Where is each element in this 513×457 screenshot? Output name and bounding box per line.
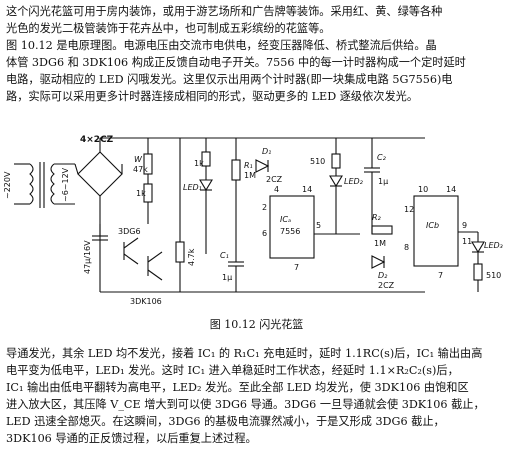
filter-capacitor-label: 47μ/16V bbox=[83, 240, 92, 274]
ic-a-part: 7556 bbox=[280, 227, 300, 236]
ic-a-label: ICₐ bbox=[280, 215, 291, 224]
r2-value: 1M bbox=[374, 239, 386, 248]
figure-caption: 图 10.12 闪光花篮 bbox=[209, 318, 304, 331]
circuit-diagram: ~220V ~6~12V 4×2CZ 47μ/16V W 47k 1k 3DG6 bbox=[3, 135, 503, 306]
q1-label: 3DG6 bbox=[118, 227, 141, 236]
d2-type: 2CZ bbox=[378, 281, 395, 290]
text-line: 光色的发光二极管装饰于花卉丛中，也可制成五彩缤纷的花篮等。 bbox=[6, 22, 331, 35]
transistor-3dk106: 3DK106 bbox=[130, 251, 163, 306]
text-line: 电平变为低电平，LED₁ 发光。这时 IC₁ 进入单稳延时工作状态，经延时 1.… bbox=[6, 364, 459, 377]
resistor-4k7: 4.7k bbox=[175, 138, 196, 292]
transistor-3dg6: 3DG6 bbox=[118, 227, 141, 265]
pin-label: 12 bbox=[404, 205, 414, 214]
pin-label: 5 bbox=[316, 221, 321, 230]
pin-label: 4 bbox=[274, 185, 279, 194]
text-line: 这个闪光花篮可用于房内装饰，或用于游艺场所和广告牌等装饰。采用红、黄、绿等各种 bbox=[6, 5, 443, 18]
pin-label: 14 bbox=[446, 185, 456, 194]
explanation-paragraph: 导通发光，其余 LED 均不发光，接着 IC₁ 的 R₁C₁ 充电延时，延时 1… bbox=[6, 345, 506, 447]
led2: 510 LED₂ bbox=[310, 138, 364, 234]
pin-label: 2 bbox=[262, 203, 267, 212]
ic-a-body bbox=[269, 195, 315, 259]
text-line: 导通发光，其余 LED 均不发光，接着 IC₁ 的 R₁C₁ 充电延时，延时 1… bbox=[6, 347, 483, 360]
led1: 1k LED₁ bbox=[183, 138, 213, 254]
ic-a: ICₐ 7556 4 14 2 6 5 7 bbox=[262, 185, 360, 272]
pot-label: W bbox=[134, 155, 143, 164]
pin-label: 11 bbox=[462, 237, 472, 246]
text-line: 路，实际可以采用更多计时器连接成相同的形式，驱动更多的 LED 逐级依次发光。 bbox=[6, 90, 419, 103]
led2-label: LED₂ bbox=[344, 177, 364, 186]
transformer: ~220V ~6~12V bbox=[3, 162, 75, 208]
pin-label: 9 bbox=[462, 221, 467, 230]
pin-label: 10 bbox=[418, 185, 428, 194]
c2-label: C₂ bbox=[377, 153, 387, 162]
pin-label: 8 bbox=[404, 243, 409, 252]
transformer-output-label: ~6~12V bbox=[61, 167, 70, 202]
text-line: IC₁ 输出由低电平翻转为高电平，LED₂ 发光。至此全部 LED 均发光，使 … bbox=[6, 381, 469, 394]
pin-label: 14 bbox=[302, 185, 312, 194]
transformer-input-label: ~220V bbox=[3, 171, 12, 199]
led3: LED₃ 510 bbox=[471, 232, 503, 292]
r1-label: R₁ bbox=[244, 161, 253, 170]
text-line: 进入放大区，其压降 V_CE 增大到可以使 3DG6 导通。3DG6 一旦导通就… bbox=[6, 398, 485, 411]
d2-label: D₂ bbox=[378, 271, 388, 280]
r2-label: R₂ bbox=[372, 213, 382, 222]
r47k-label: 4.7k bbox=[187, 248, 196, 266]
d1-label: D₁ bbox=[262, 147, 271, 156]
led3-label: LED₃ bbox=[484, 241, 503, 250]
r510a-label: 510 bbox=[310, 157, 325, 166]
text-line: 3DK106 导通的正反馈过程，以后重复上述过程。 bbox=[6, 432, 257, 445]
bridge-rectifier: 4×2CZ bbox=[74, 135, 123, 292]
text-line: 体管 3DG6 和 3DK106 构成正反馈自动电子开关。7556 中的每一计时… bbox=[6, 56, 466, 69]
filter-capacitor: 47μ/16V bbox=[83, 224, 108, 274]
timing-network-b: C₂ 1μ R₂ 1M D₂ 2CZ bbox=[364, 138, 395, 290]
pin-label: 6 bbox=[262, 229, 267, 238]
ic-b: ICb 10 14 12 8 9 11 7 bbox=[404, 185, 478, 280]
ic-b-label: ICb bbox=[426, 221, 439, 230]
c1-label: C₁ bbox=[220, 251, 229, 260]
text-line: 电路，驱动相应的 LED 闪哦发光。这里仅示出用两个计时器(即一块集成电路 5G… bbox=[6, 73, 453, 86]
d1-type: 2CZ bbox=[266, 175, 283, 184]
pin-label: 7 bbox=[294, 263, 299, 272]
c1-value: 1μ bbox=[222, 273, 232, 282]
c2-value: 1μ bbox=[378, 177, 388, 186]
intro-paragraph: 这个闪光花篮可用于房内装饰，或用于游艺场所和广告牌等装饰。采用红、黄、绿等各种 … bbox=[6, 3, 506, 105]
bridge-label: 4×2CZ bbox=[80, 135, 114, 145]
ic-b-body bbox=[413, 195, 459, 267]
text-line: LED 迅速全部熄灭。在这瞬间，3DG6 的基极电流骤然减小，于是又形成 3DG… bbox=[6, 415, 445, 428]
timing-network-a: R₁ 1M C₁ 1μ D₁ 2CZ bbox=[220, 138, 283, 292]
q2-label: 3DK106 bbox=[130, 297, 162, 306]
r1k-label: 1k bbox=[194, 159, 204, 168]
pot-value: 47k bbox=[133, 165, 148, 174]
text-line: 图 10.12 是电原理图。电源电压由交流市电供电，经变压器降低、桥式整流后供给… bbox=[6, 39, 437, 52]
potentiometer: W 47k 1k bbox=[133, 138, 153, 224]
r510b-label: 510 bbox=[486, 271, 501, 280]
pin-label: 7 bbox=[438, 271, 443, 280]
led1-label: LED₁ bbox=[183, 183, 202, 192]
r1-value: 1M bbox=[244, 171, 256, 180]
resistor-label: 1k bbox=[136, 189, 146, 198]
